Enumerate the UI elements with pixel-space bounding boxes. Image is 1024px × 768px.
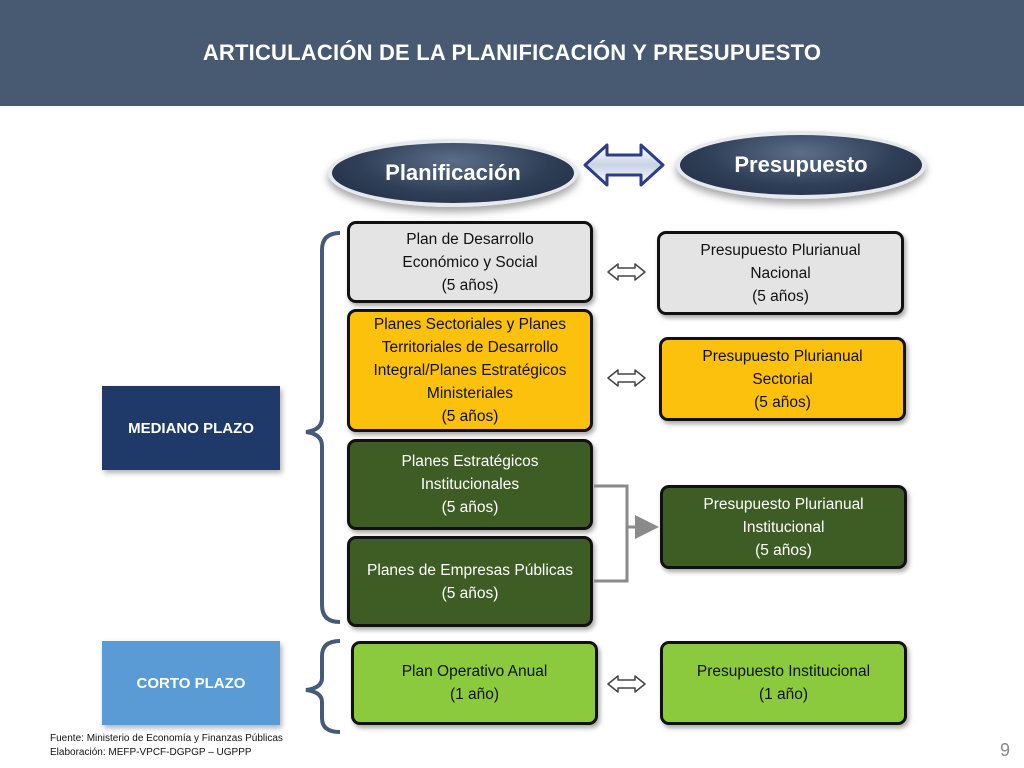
merge-connector — [594, 484, 659, 583]
elaboracion-text: Elaboración: MEFP-VPCF-DGPGP – UGPPP — [50, 747, 252, 758]
plan-desarrollo-box: Plan de Desarrollo Económico y Social (5… — [347, 221, 593, 303]
source-note: Fuente: Ministerio de Economía y Finanza… — [50, 732, 283, 760]
box-line: (5 años) — [441, 499, 499, 516]
corto-plazo-bracket — [305, 639, 341, 734]
mediano-plazo-text: MEDIANO PLAZO — [128, 419, 254, 437]
box-line: (5 años) — [441, 408, 499, 425]
small-double-arrow-icon — [607, 263, 646, 281]
box-line: Plan Operativo Anual — [401, 663, 548, 680]
box-line: Institucionales — [420, 476, 520, 493]
planes-estrategicos-box: Planes Estratégicos Institucionales (5 a… — [347, 439, 593, 530]
presupuesto-sectorial-box: Presupuesto Plurianual Sectorial (5 años… — [659, 337, 906, 421]
box-line: Económico y Social — [402, 253, 538, 271]
double-arrow-icon — [583, 143, 665, 187]
box-line: Territoriales de Desarrollo — [381, 339, 559, 356]
box-line: (5 años) — [755, 541, 812, 559]
box-line: Sectorial — [752, 370, 813, 388]
box-line: Planes Estratégicos — [401, 453, 539, 470]
box-line: Nacional — [750, 264, 811, 282]
presupuesto-institucional-plurianual-box: Presupuesto Plurianual Institucional (5 … — [660, 485, 907, 569]
presupuesto-institucional-box: Presupuesto Institucional (1 año) — [660, 641, 907, 725]
box-line: (5 años) — [752, 287, 809, 305]
box-line: Presupuesto Plurianual — [700, 241, 861, 259]
corto-plazo-label: CORTO PLAZO — [102, 641, 280, 725]
box-line: Planes Sectoriales y Planes — [373, 316, 567, 333]
plan-operativo-box: Plan Operativo Anual (1 año) — [351, 641, 598, 725]
box-line: (1 año) — [449, 686, 500, 703]
page-title: ARTICULACIÓN DE LA PLANIFICACIÓN Y PRESU… — [202, 40, 822, 65]
box-line: (5 años) — [441, 584, 499, 602]
presupuesto-nacional-box: Presupuesto Plurianual Nacional (5 años) — [657, 231, 904, 315]
title-banner: ARTICULACIÓN DE LA PLANIFICACIÓN Y PRESU… — [0, 0, 1024, 106]
planificacion-label: Planificación — [385, 160, 521, 185]
planes-empresas-box: Planes de Empresas Públicas (5 años) — [347, 536, 593, 627]
box-line: Planes de Empresas Públicas — [367, 561, 573, 579]
planificacion-oval: Planificación — [328, 139, 578, 207]
box-line: Plan de Desarrollo — [406, 230, 534, 248]
box-line: Presupuesto Institucional — [696, 663, 871, 680]
box-line: Integral/Planes Estratégicos — [373, 362, 567, 379]
small-double-arrow-icon — [607, 675, 646, 693]
mediano-plazo-label: MEDIANO PLAZO — [102, 386, 280, 470]
page-number: 9 — [999, 740, 1010, 760]
fuente-text: Fuente: Ministerio de Economía y Finanza… — [50, 733, 283, 744]
presupuesto-oval: Presupuesto — [676, 131, 926, 199]
corto-plazo-text: CORTO PLAZO — [136, 674, 246, 692]
planes-sectoriales-box: Planes Sectoriales y Planes Territoriale… — [347, 309, 593, 432]
box-line: Presupuesto Plurianual — [702, 347, 863, 365]
box-line: (5 años) — [441, 276, 499, 294]
small-double-arrow-icon — [607, 369, 646, 387]
box-line: (5 años) — [754, 393, 811, 411]
box-line: Ministeriales — [426, 385, 514, 402]
box-line: Institucional — [742, 518, 825, 536]
box-line: Presupuesto Plurianual — [703, 495, 864, 513]
mediano-plazo-bracket — [305, 231, 341, 624]
box-line: (1 año) — [758, 686, 809, 703]
presupuesto-label: Presupuesto — [734, 152, 868, 177]
